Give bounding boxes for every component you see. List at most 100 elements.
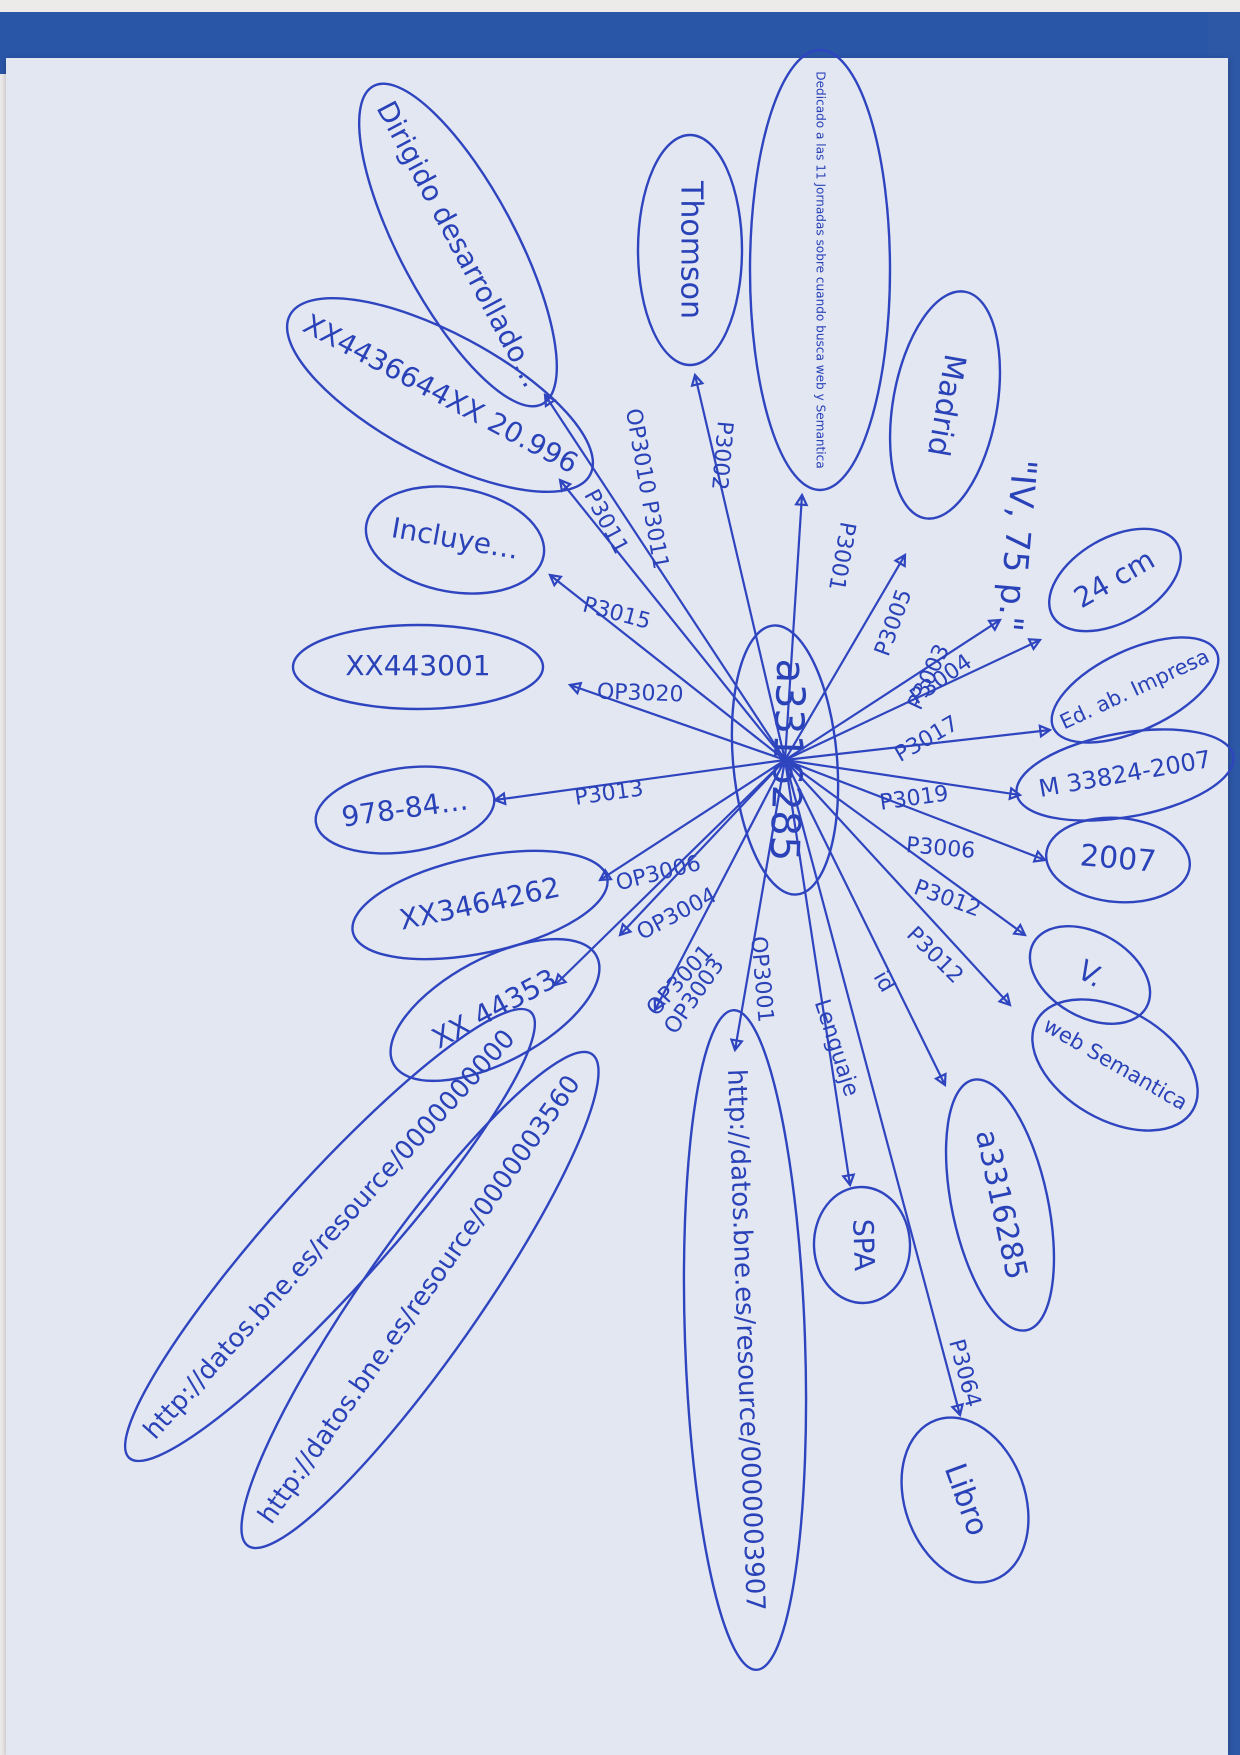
edge-label-n_thomson: P3002 xyxy=(706,420,737,491)
node-label-n_xx443: XX443001 xyxy=(345,649,490,682)
edge-label-n_web: P3012 xyxy=(901,922,968,989)
edge-n_xx443 xyxy=(569,683,786,762)
node-outline-n_libro xyxy=(900,1416,1030,1584)
arrowhead-n_http2 xyxy=(653,997,667,1013)
node-n_thomson: Thomson xyxy=(636,133,744,367)
edge-n_madrid xyxy=(784,554,906,761)
edge-n_xx4436 xyxy=(559,479,786,761)
arrowhead-n_xx3464262 xyxy=(598,868,613,882)
edge-n_web xyxy=(784,759,1011,1006)
node-n_web: web Semantica xyxy=(1031,998,1199,1132)
node-label-n_libro: Libro xyxy=(937,1459,995,1541)
node-n_24cm: 24 cm xyxy=(1048,527,1182,633)
edge-label-n_madrid: P3005 xyxy=(870,586,917,660)
node-n_dirigido: Dirigido desarrollado… xyxy=(357,82,559,408)
edge-label-n_xx44353: OP3004 xyxy=(633,883,721,946)
edge-label-n_a3316285: id xyxy=(868,967,900,997)
edge-n_spa xyxy=(783,759,852,1186)
arrowhead-n_v xyxy=(1012,922,1027,937)
node-label-n_editorial: Ed. ab. Impresa xyxy=(1056,644,1213,734)
node-n_2007: 2007 xyxy=(1044,816,1192,904)
node-label-n_m3: M 33824-2007 xyxy=(1037,745,1214,803)
edge-n_xx44353 xyxy=(619,759,786,936)
node-outline-n_xx443 xyxy=(291,623,545,711)
node-n_madrid: Madrid xyxy=(888,290,1002,520)
edge-n_a3316285 xyxy=(784,759,946,1086)
node-n_dedicated: Dedicado a las 11 Jornadas sobre cuando … xyxy=(748,48,892,492)
edge-n_xx3464262 xyxy=(599,759,786,881)
arrowhead-n_madrid xyxy=(893,553,907,568)
node-n_iv: "IV, 75 p." xyxy=(989,457,1044,632)
node-label-n_a3316285: a3316285 xyxy=(968,1127,1034,1283)
node-outline-n_dedicated xyxy=(748,48,892,492)
edge-label-n_spa: Lenguaje xyxy=(809,996,864,1099)
edge-n_dedicated xyxy=(783,494,804,761)
node-label-n_http3: http://datos.bne.es/resource/0000003907 xyxy=(721,1069,770,1612)
node-label-n_spa: SPA xyxy=(846,1218,881,1271)
arrowhead-n_editorial xyxy=(1038,724,1053,739)
edge-label-n_2007: P3006 xyxy=(905,833,976,864)
node-outline-n_xx44353 xyxy=(389,937,601,1083)
node-outline-n_dirigido xyxy=(357,82,559,408)
arrowhead-n_xx443 xyxy=(567,681,583,696)
arrowhead-n_http1 xyxy=(553,972,568,987)
node-outline-n_xx4436 xyxy=(285,297,595,493)
node-outline-n_978 xyxy=(314,765,496,855)
node-outline-n_madrid xyxy=(888,290,1002,520)
node-outline-n_m3 xyxy=(1015,728,1235,822)
edge-label-n_v: P3012 xyxy=(910,875,984,922)
node-outline-n_incluye xyxy=(364,485,546,595)
arrowhead-n_dedicated xyxy=(794,492,809,507)
node-n_978: 978-84… xyxy=(314,765,496,855)
edge-label-n_xx3464262: OP3006 xyxy=(613,851,703,896)
arrowhead-n_xx4436 xyxy=(558,478,573,493)
edge-n_978 xyxy=(494,758,786,802)
node-outline-n_xx3464262 xyxy=(351,849,609,961)
node-label-n_dedicated: Dedicado a las 11 Jornadas sobre cuando … xyxy=(814,71,828,468)
node-outline-n_editorial xyxy=(1050,636,1220,744)
node-label-n_v: V. xyxy=(1072,953,1110,994)
arrowhead-n_xx44353 xyxy=(618,922,633,937)
arrowhead-n_libro xyxy=(950,1402,965,1418)
node-label-n_xx3464262: XX3464262 xyxy=(397,870,563,936)
node-label-n_xx4436: XX4436644XX 20.996 xyxy=(298,307,584,480)
arrowhead-n_2007 xyxy=(1032,849,1048,863)
node-outline-n_a3316285 xyxy=(944,1078,1056,1332)
paper-sheet xyxy=(6,58,1228,1755)
edge-n_thomson xyxy=(693,374,787,761)
node-label-n_978: 978-84… xyxy=(340,783,471,833)
edge-n_editorial xyxy=(784,728,1051,762)
node-outline-n_thomson xyxy=(636,133,744,367)
node-n_xx4436: XX4436644XX 20.996 xyxy=(285,297,595,493)
node-label-n_incluye: Incluye… xyxy=(389,511,522,566)
node-outline-n_24cm xyxy=(1048,527,1182,633)
edge-label-n_dedicated: P3001 xyxy=(823,520,860,593)
edge-n_m3 xyxy=(784,758,1021,797)
edge-label-n_m3: P3019 xyxy=(878,781,950,815)
edge-label-n_xx4436: P3011 xyxy=(578,486,633,559)
edge-label-n_xx443: OP3020 xyxy=(597,680,684,708)
edge-label-n_http3: OP3001 xyxy=(745,935,777,1023)
edge-n_v xyxy=(784,759,1026,936)
node-label-n_iv: "IV, 75 p." xyxy=(989,457,1044,632)
node-n_m3: M 33824-2007 xyxy=(1015,728,1235,822)
edge-n_http2 xyxy=(654,759,786,1011)
node-label-n_thomson: Thomson xyxy=(674,180,709,319)
edge-n_http1 xyxy=(554,759,786,986)
node-outline-n_http3 xyxy=(682,1008,808,1672)
arrowhead-n_web xyxy=(997,992,1012,1007)
node-outline-n_v xyxy=(1028,925,1152,1025)
arrowhead-n_a3316285 xyxy=(933,1072,947,1088)
node-n_editorial: Ed. ab. Impresa xyxy=(1050,636,1220,744)
edge-n_dirigido xyxy=(544,394,786,761)
arrowhead-n_incluye xyxy=(548,573,563,588)
edge-n_incluye xyxy=(549,574,786,761)
node-outline-n_http2 xyxy=(240,1050,600,1550)
arrowhead-n_thomson xyxy=(690,372,705,388)
node-outline-n_http1 xyxy=(123,1007,537,1463)
node-n_incluye: Incluye… xyxy=(364,485,546,595)
node-label-n_2007: 2007 xyxy=(1079,838,1158,880)
arrowhead-n_http3 xyxy=(729,1038,744,1053)
edge-label-n_editorial: P3017 xyxy=(891,711,963,767)
node-outline-n_web xyxy=(1031,998,1199,1132)
